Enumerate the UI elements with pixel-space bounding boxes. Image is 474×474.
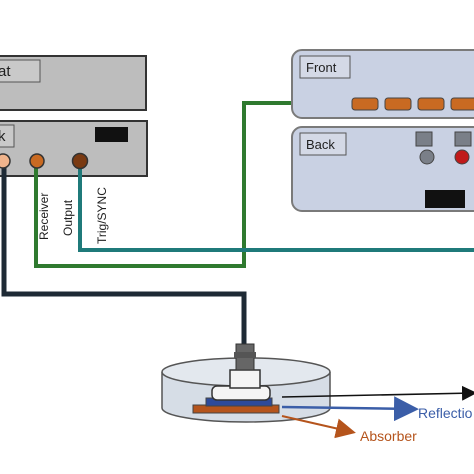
back-square-2 — [454, 131, 472, 147]
back-knob-red — [454, 149, 470, 165]
upper-instrument-unit: at — [0, 55, 147, 111]
trig-sync-label: Trig/SYNC — [95, 187, 109, 244]
receiver-label: Receiver — [37, 193, 51, 240]
transducer-head — [229, 369, 261, 389]
lower-instrument-unit: k — [0, 120, 148, 177]
cables — [1, 101, 474, 344]
transmission-arrow — [281, 385, 474, 401]
port-labels: Receiver Output Trig/SYNC — [37, 187, 109, 244]
reflection-label: Reflectio — [418, 405, 473, 421]
output-cable — [78, 168, 474, 252]
reflection-arrow — [281, 396, 419, 422]
front-port-3 — [417, 97, 445, 111]
back-knob-gray — [419, 149, 435, 165]
back-panel: Back — [291, 126, 474, 212]
water-tank — [161, 343, 331, 423]
receiver-port — [29, 153, 45, 169]
upper-unit-label: at — [0, 63, 11, 80]
back-panel-label: Back — [306, 137, 335, 152]
front-panel-label: Front — [306, 60, 337, 75]
front-panel: Front — [291, 49, 474, 119]
lower-unit-label: k — [0, 128, 6, 145]
display-screen — [95, 127, 128, 142]
output-port — [71, 152, 89, 170]
signal-arrows — [281, 385, 474, 439]
back-display — [425, 190, 465, 208]
receiver-cable — [34, 101, 356, 268]
absorber-label: Absorber — [360, 428, 417, 444]
front-port-4 — [450, 97, 474, 111]
back-square-1 — [415, 131, 433, 147]
left-port — [0, 153, 11, 169]
front-port-2 — [384, 97, 412, 111]
port-row — [0, 152, 89, 170]
absorber-arrow — [281, 415, 356, 439]
output-label: Output — [61, 199, 75, 236]
front-port-1 — [351, 97, 379, 111]
transducer-cable — [1, 168, 247, 344]
